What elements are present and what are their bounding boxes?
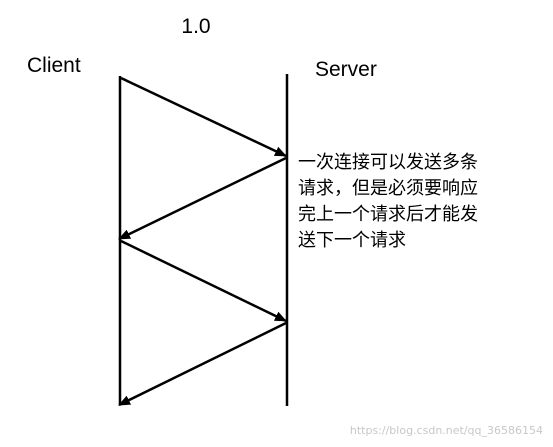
server-label: Server bbox=[315, 58, 377, 81]
response-arrow-2 bbox=[118, 321, 287, 407]
version-label: 1.0 bbox=[181, 15, 210, 38]
note-line: 完上一个请求后才能发 bbox=[298, 204, 478, 225]
request-arrow-2 bbox=[120, 239, 287, 323]
client-label: Client bbox=[27, 54, 81, 77]
watermark: https://blog.csdn.net/qq_36586154 bbox=[350, 424, 543, 437]
note-line: 请求，但是必须要响应 bbox=[298, 178, 478, 199]
request-arrow-1 bbox=[120, 76, 287, 158]
note-line: 送下一个请求 bbox=[298, 230, 406, 251]
response-arrow-1 bbox=[118, 156, 287, 241]
note-line: 一次连接可以发送多条 bbox=[298, 152, 478, 173]
note-text: 一次连接可以发送多条 请求，但是必须要响应 完上一个请求后才能发 送下一个请求 bbox=[298, 152, 478, 251]
